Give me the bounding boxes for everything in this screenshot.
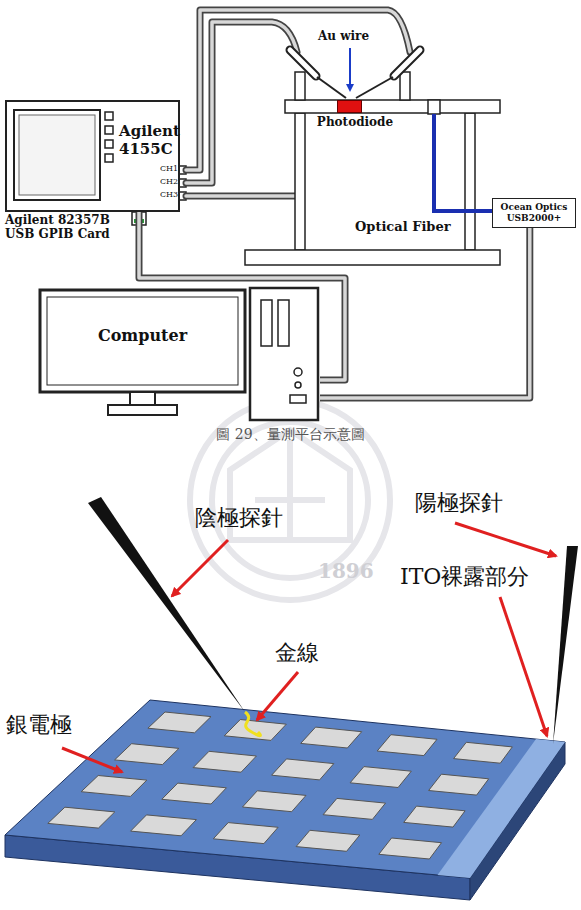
silver-electrode xyxy=(224,720,286,741)
silver-electrode xyxy=(48,807,115,828)
cable-core xyxy=(139,212,345,380)
au-wire-label: Au wire xyxy=(318,30,369,44)
node-text: Agilent 4155C xyxy=(119,122,181,158)
silver-electrode xyxy=(81,776,147,797)
silver-electrode xyxy=(272,759,334,780)
callout-arrows xyxy=(62,523,556,772)
screen-inner xyxy=(19,115,95,195)
cable-outline xyxy=(139,212,345,380)
spectrometer-box: Ocean Optics USB2000+ xyxy=(492,198,576,228)
silver-electrode xyxy=(379,838,442,859)
board-top-face xyxy=(5,700,565,878)
computer-tower xyxy=(250,288,318,420)
substrate-board xyxy=(5,700,565,900)
figure-caption: 圖 29、量測平台示意圖 xyxy=(0,426,581,442)
computer: Computer xyxy=(38,286,320,422)
cable-outline xyxy=(320,228,530,398)
silver-electrode xyxy=(131,815,197,836)
computer-monitor xyxy=(40,290,245,415)
instrument-body xyxy=(5,100,180,212)
photodiode-chip xyxy=(337,100,362,113)
silver-electrode xyxy=(429,774,489,795)
cable-connector xyxy=(139,212,345,380)
node-text: Computer xyxy=(40,326,245,345)
silver-electrode xyxy=(323,798,385,819)
photodiode: Photodiode xyxy=(310,100,400,132)
au-wire-pointer xyxy=(349,48,351,90)
callout-label: 金線 xyxy=(275,640,319,665)
callout-label: 陽極探針 xyxy=(415,490,503,515)
silver-electrode xyxy=(243,791,307,812)
silver-electrode xyxy=(377,735,437,756)
silver-electrode xyxy=(454,742,513,763)
anode-probe xyxy=(553,546,578,744)
silver-electrode xyxy=(213,823,278,844)
node-text: Photodiode xyxy=(310,115,400,129)
ito-exposed-strip xyxy=(438,739,566,878)
silver-electrode xyxy=(296,830,360,851)
fiber-label: Optical Fiber xyxy=(355,220,451,235)
cable-core xyxy=(320,228,530,398)
node-text: Ocean Optics USB2000+ xyxy=(493,199,575,227)
silver-electrode xyxy=(115,744,179,765)
callout-label: 銀電極 xyxy=(6,712,72,737)
channel-label: CH2 xyxy=(160,177,178,186)
channel-label: CH1 xyxy=(160,164,178,173)
probe-holders xyxy=(290,50,420,98)
callout-label: ITO裸露部分 xyxy=(400,564,529,589)
instrument-screen xyxy=(14,110,100,200)
callout-label: 陰極探針 xyxy=(195,505,283,530)
optical-fiber xyxy=(434,114,492,211)
instrument-buttons xyxy=(105,112,113,162)
silver-electrode xyxy=(193,751,256,772)
instrument-box: Agilent 4155C xyxy=(5,100,180,212)
channel-label: CH3 xyxy=(160,190,178,199)
silver-electrode xyxy=(162,783,227,804)
silver-electrode xyxy=(301,727,362,748)
silver-electrode xyxy=(148,712,211,733)
probe-stage xyxy=(245,72,500,265)
silver-electrode xyxy=(404,806,465,827)
gold-wire xyxy=(245,712,260,736)
cable-connector xyxy=(320,228,530,398)
card-label: Agilent 82357B USB GPIB Card xyxy=(5,214,129,242)
silver-electrode xyxy=(350,767,411,788)
watermark-text: 1896 xyxy=(318,560,374,583)
